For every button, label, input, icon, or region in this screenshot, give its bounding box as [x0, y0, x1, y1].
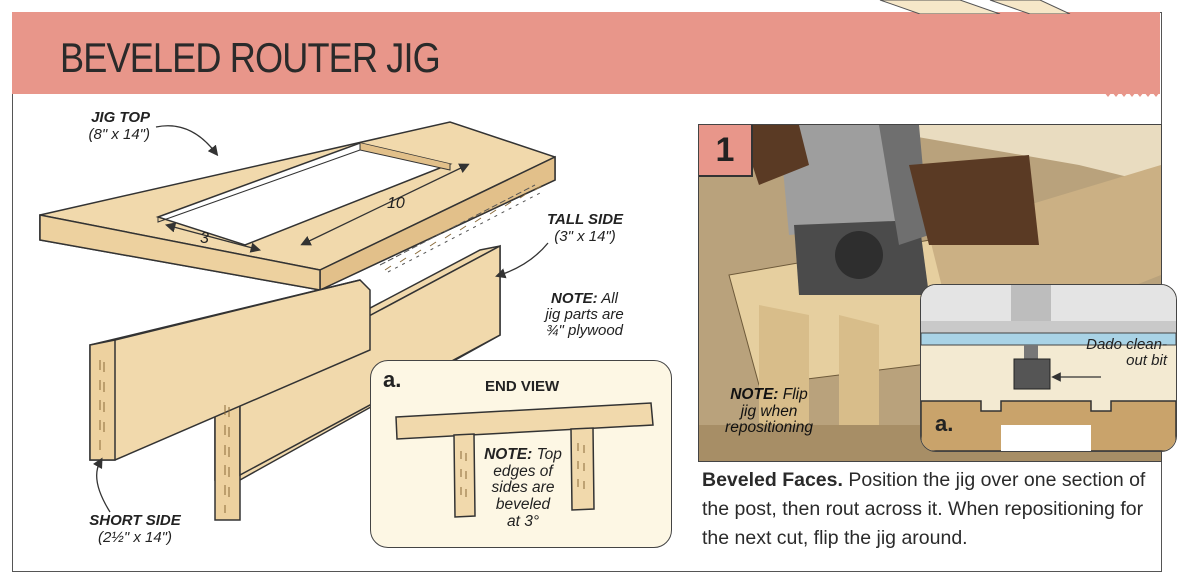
plywood-note-l3: ¾" plywood	[545, 322, 624, 340]
plywood-note-l2: jig parts are	[545, 306, 624, 324]
step-number-badge: 1	[699, 125, 753, 177]
dado-bit-label: Dado clean- out bit	[1049, 336, 1167, 370]
flip-note-l2: jig when	[740, 402, 798, 420]
end-view-heading: END VIEW	[485, 378, 560, 395]
step-caption: Beveled Faces. Position the jig over one…	[702, 466, 1162, 553]
end-view-inset: a. END VIEW NOTE: Top edges of sides are…	[370, 360, 672, 548]
short-side-dims: (2½" x 14")	[97, 529, 172, 546]
bevel-note-l5: at 3°	[506, 512, 540, 530]
inset-a-tag: a.	[383, 367, 402, 392]
end-view-drawing	[395, 402, 654, 518]
tall-side-label: TALL SIDE	[546, 211, 624, 228]
tall-side-dims: (3" x 14")	[554, 228, 616, 245]
corner-illustration	[879, 0, 1071, 14]
bevel-note-l3: sides are	[491, 479, 555, 497]
flip-note-word: NOTE:	[730, 386, 779, 403]
dado-bit-l1: Dado clean-	[1086, 336, 1167, 353]
bevel-note-l4: beveled	[495, 496, 551, 514]
plywood-note: NOTE: All jig parts are ¾" plywood	[522, 290, 647, 340]
router-bit-drawing	[921, 285, 1176, 451]
dim-3-label: 3	[200, 230, 209, 247]
banner-zigzag-edge	[12, 90, 1160, 97]
bevel-note-rest: Top	[532, 446, 562, 463]
caption-body: Position the jig over one section of the…	[702, 469, 1146, 549]
inset-a-photo-tag: a.	[935, 411, 954, 436]
flip-note-l3: repositioning	[725, 419, 813, 437]
caption-lead: Beveled Faces.	[702, 469, 843, 491]
bevel-note-l2: edges of	[493, 462, 553, 480]
bevel-note-word: NOTE:	[484, 446, 533, 463]
router-bit-inset: a. Dado clean- out bit	[920, 284, 1177, 452]
page-title: BEVELED ROUTER JIG	[60, 34, 441, 81]
bevel-note: NOTE: Top edges of sides are beveled at …	[475, 446, 571, 531]
dado-bit-l2: out bit	[1126, 352, 1167, 370]
flip-note-rest: Flip	[778, 386, 808, 403]
title-banner: BEVELED ROUTER JIG	[12, 12, 1160, 94]
plywood-note-word: NOTE:	[551, 290, 598, 307]
flip-note: NOTE: Flip jig when repositioning	[709, 386, 829, 437]
short-side-panel	[89, 279, 371, 461]
tall-side-panel	[214, 244, 501, 521]
jig-top-label: JIG TOP	[91, 109, 150, 126]
jig-top-dims: (8" x 14")	[88, 126, 150, 143]
plywood-note-rest: All	[597, 290, 618, 307]
jig-exploded-drawing	[39, 121, 556, 521]
short-side-label: SHORT SIDE	[89, 512, 181, 529]
dim-10-label: 10	[387, 195, 405, 212]
